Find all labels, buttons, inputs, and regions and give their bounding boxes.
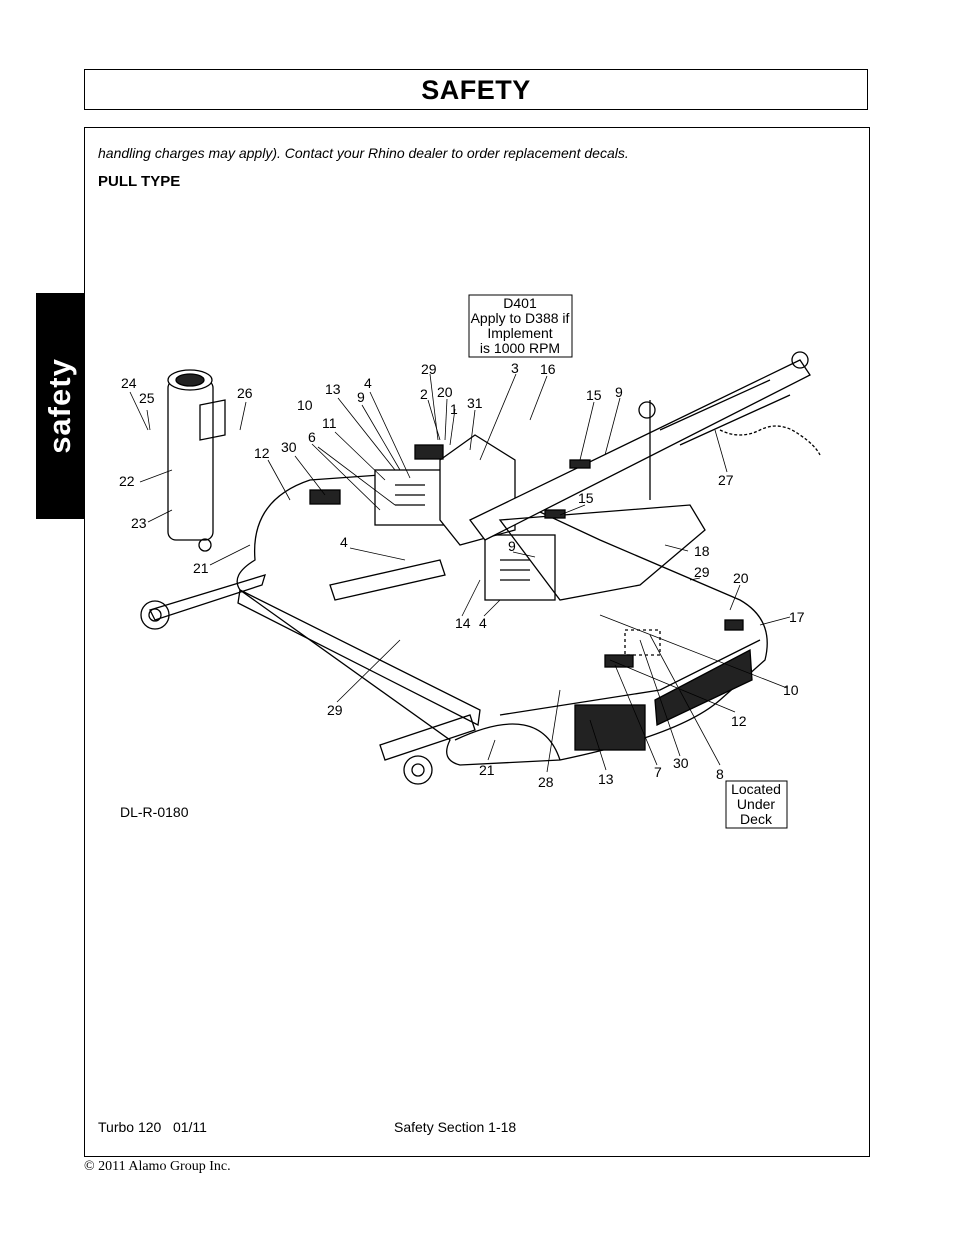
note-box-line: Apply to D388 if: [471, 310, 570, 326]
callout: 30: [673, 755, 689, 771]
callout: 12: [731, 713, 747, 729]
callout: 9: [508, 538, 516, 554]
callout: 6: [308, 429, 316, 445]
callout: 9: [357, 389, 365, 405]
leader-lines: [129, 373, 791, 773]
under-deck-box: [725, 780, 788, 829]
callout: 17: [789, 609, 805, 625]
callout: 24: [121, 375, 137, 391]
footer-page-label: Safety Section 1-18: [394, 1119, 517, 1135]
callout: 8: [716, 766, 724, 782]
callout: 4: [340, 534, 348, 550]
under-deck-line: Deck: [740, 811, 773, 827]
callout-numbers: 24 25 26 22 23 21 12 30 10 6 13 11 4 9 2…: [119, 360, 805, 790]
callout: 11: [322, 415, 337, 431]
callout: 20: [733, 570, 749, 586]
callout: 29: [694, 564, 710, 580]
note-box: [468, 294, 573, 358]
content-box: [84, 127, 870, 1157]
callout: 16: [540, 361, 556, 377]
callout: 13: [325, 381, 341, 397]
note-box-line: D401: [503, 295, 537, 311]
callout: 22: [119, 473, 135, 489]
callout: 14: [455, 615, 471, 631]
callout: 31: [467, 395, 483, 411]
intro-text: handling charges may apply). Contact you…: [98, 145, 629, 161]
decal-location-figure: D401 Apply to D388 if Implement is 1000 …: [119, 294, 821, 829]
callout: 21: [479, 762, 495, 778]
callout: 18: [694, 543, 710, 559]
callout: 9: [615, 384, 623, 400]
callout: 2: [420, 386, 428, 402]
footer-model-date: Turbo 120 01/11: [98, 1119, 207, 1135]
callout: 29: [421, 361, 437, 377]
callout: 26: [237, 385, 253, 401]
callout: 29: [327, 702, 343, 718]
note-box-line: is 1000 RPM: [480, 340, 560, 356]
drawing-id: DL-R-0180: [120, 804, 189, 820]
callout: 12: [254, 445, 270, 461]
header-box: SAFETY: [84, 69, 868, 110]
callout: 25: [139, 390, 155, 406]
callout: 1: [450, 401, 458, 417]
callout: 3: [511, 360, 519, 376]
callout: 28: [538, 774, 554, 790]
page-title: SAFETY: [421, 75, 531, 105]
side-tab: safety: [36, 293, 84, 519]
under-deck-line: Located: [731, 781, 781, 797]
callout: 7: [654, 764, 662, 780]
side-tab-label: safety: [42, 358, 77, 454]
callout: 21: [193, 560, 209, 576]
callout: 15: [578, 490, 594, 506]
section-heading: PULL TYPE: [98, 173, 181, 190]
callout: 10: [297, 397, 313, 413]
callout: 20: [437, 384, 453, 400]
callout: 4: [479, 615, 487, 631]
copyright: © 2011 Alamo Group Inc.: [84, 1159, 231, 1174]
callout: 27: [718, 472, 734, 488]
callout: 23: [131, 515, 147, 531]
note-box-line: Implement: [487, 325, 552, 341]
callout: 13: [598, 771, 614, 787]
mower-drawing: [140, 351, 821, 785]
callout: 30: [281, 439, 297, 455]
callout: 4: [364, 375, 372, 391]
callout: 15: [586, 387, 602, 403]
callout: 10: [783, 682, 799, 698]
under-deck-line: Under: [737, 796, 775, 812]
